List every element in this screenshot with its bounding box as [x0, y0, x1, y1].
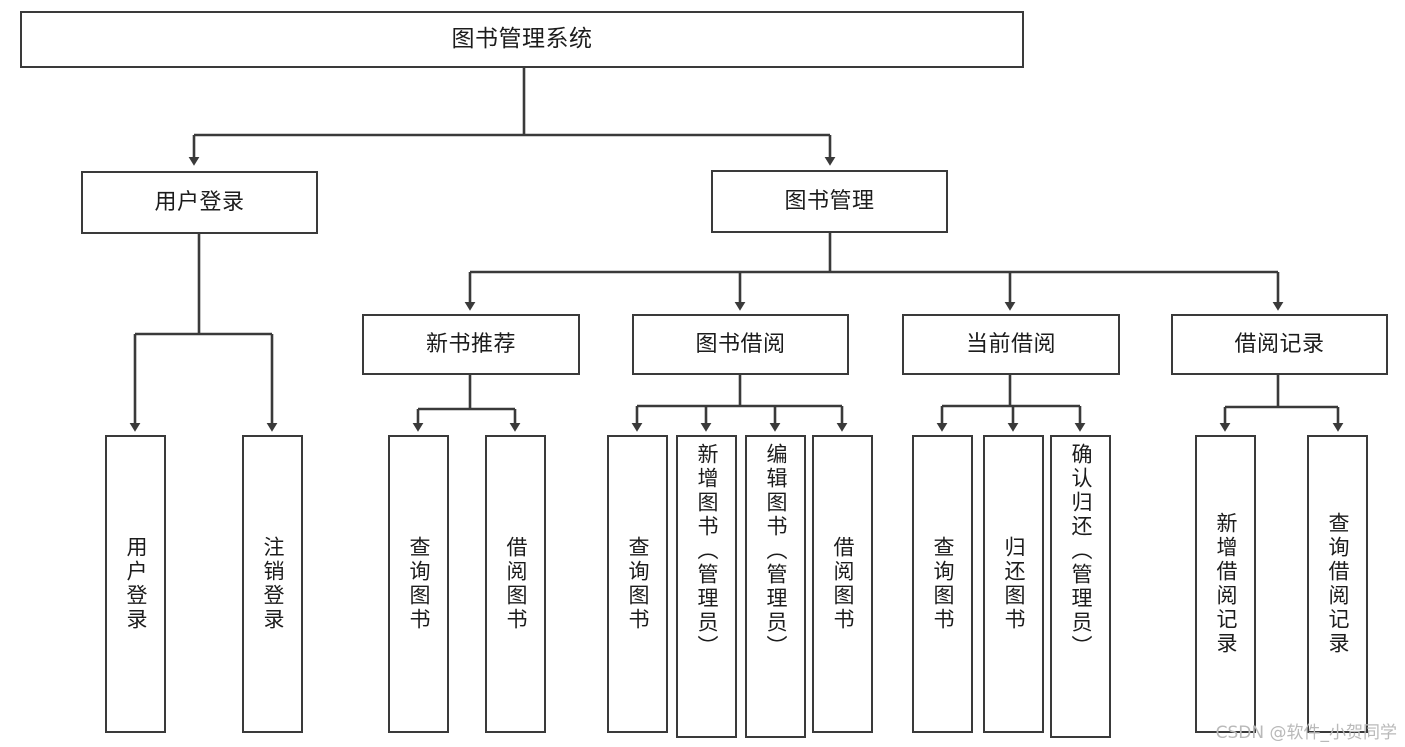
- node-label: 确认归还（管理员）: [1069, 443, 1093, 659]
- node-label: 注销登录: [261, 536, 285, 632]
- node-label: 新增图书（管理员）: [695, 443, 719, 659]
- node-new-book-recommend[interactable]: 新书推荐: [362, 314, 580, 375]
- node-book-management[interactable]: 图书管理: [711, 170, 948, 233]
- node-label: 查询图书: [626, 536, 650, 632]
- leaf-query-book-borrow[interactable]: 查询图书: [607, 435, 668, 733]
- leaf-add-borrow-record[interactable]: 新增借阅记录: [1195, 435, 1256, 733]
- leaf-edit-book-admin[interactable]: 编辑图书（管理员）: [745, 435, 806, 738]
- node-label: 当前借阅: [965, 331, 1056, 357]
- leaf-return-book[interactable]: 归还图书: [983, 435, 1044, 733]
- leaf-add-book-admin[interactable]: 新增图书（管理员）: [676, 435, 737, 738]
- node-label: 查询借阅记录: [1326, 512, 1350, 656]
- node-label: 用户登录: [124, 536, 148, 632]
- node-label: 图书借阅: [695, 331, 786, 357]
- leaf-logout[interactable]: 注销登录: [242, 435, 303, 733]
- leaf-user-login[interactable]: 用户登录: [105, 435, 166, 733]
- node-label: 编辑图书（管理员）: [764, 443, 788, 659]
- leaf-confirm-return-admin[interactable]: 确认归还（管理员）: [1050, 435, 1111, 738]
- node-label: 图书管理: [784, 188, 875, 214]
- node-book-borrow[interactable]: 图书借阅: [632, 314, 849, 375]
- leaf-query-book-current[interactable]: 查询图书: [912, 435, 973, 733]
- node-user-login[interactable]: 用户登录: [81, 171, 318, 234]
- node-label: 借阅图书: [504, 536, 528, 632]
- csdn-watermark: CSDN @软件_小贺同学: [1215, 723, 1397, 743]
- node-label: 新书推荐: [425, 331, 516, 357]
- node-label: 归还图书: [1002, 536, 1026, 632]
- leaf-query-book-recommend[interactable]: 查询图书: [388, 435, 449, 733]
- node-label: 查询图书: [931, 536, 955, 632]
- node-label: 用户登录: [154, 189, 245, 215]
- node-label: 图书管理系统: [451, 25, 593, 52]
- node-current-borrow[interactable]: 当前借阅: [902, 314, 1120, 375]
- node-label: 借阅图书: [831, 536, 855, 632]
- node-root-book-management-system[interactable]: 图书管理系统: [20, 11, 1024, 68]
- node-label: 查询图书: [407, 536, 431, 632]
- leaf-borrow-book[interactable]: 借阅图书: [812, 435, 873, 733]
- node-label: 新增借阅记录: [1214, 512, 1238, 656]
- leaf-borrow-book-recommend[interactable]: 借阅图书: [485, 435, 546, 733]
- node-label: 借阅记录: [1234, 331, 1325, 357]
- node-borrow-record[interactable]: 借阅记录: [1171, 314, 1388, 375]
- leaf-query-borrow-record[interactable]: 查询借阅记录: [1307, 435, 1368, 733]
